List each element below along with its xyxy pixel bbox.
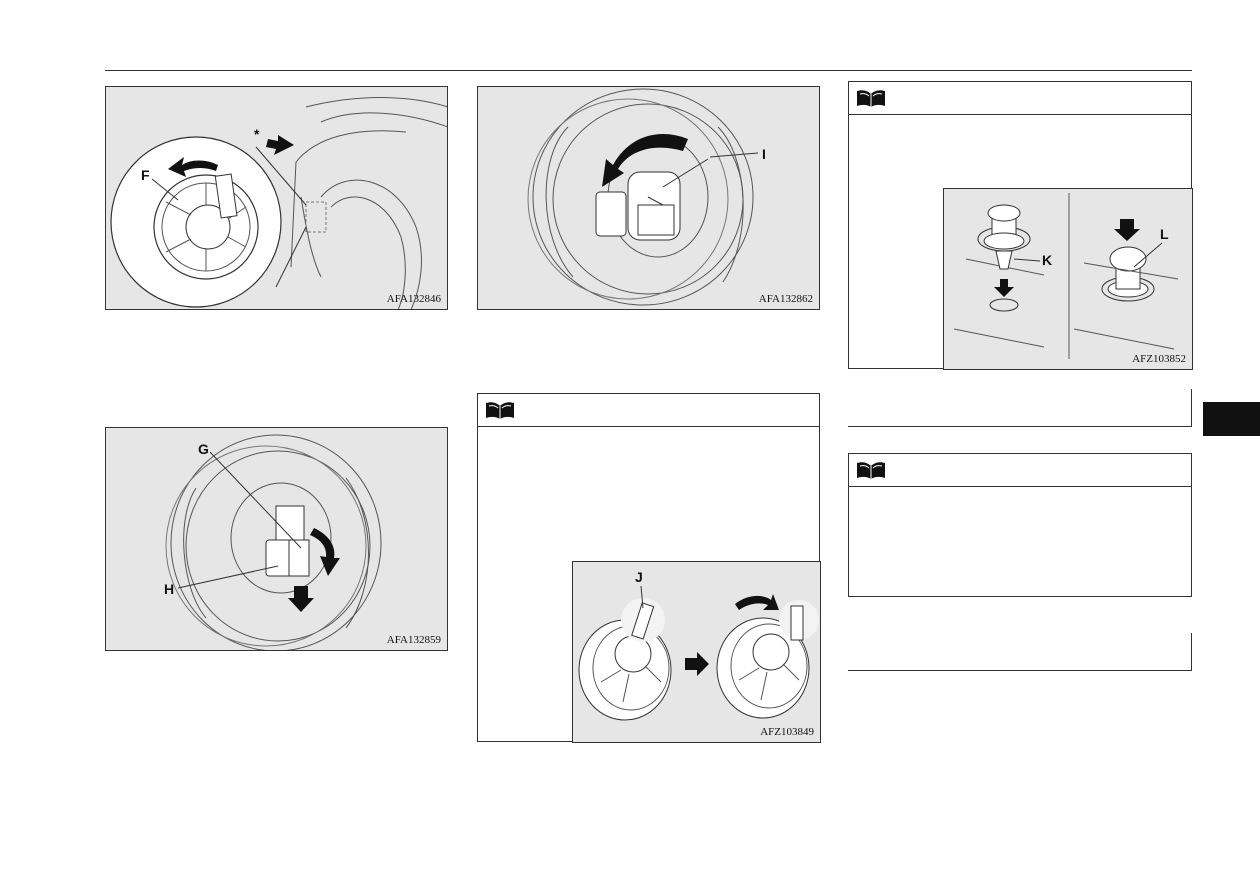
chapter-tab [1203,402,1260,436]
figure-headlight-cover: F * AFA132846 [105,86,448,310]
figure-clip-fastener-drawing: K L [953,193,1179,359]
figure-code: AFZ103852 [1132,353,1186,365]
figure-socket-tab: J AFZ103849 [572,561,821,743]
figure-clip-fastener: K L AFZ103852 [943,188,1193,370]
note-box-right-middle [848,453,1192,597]
label-g: G [198,441,209,457]
open-book-icon [486,402,514,419]
label-i: I [762,146,766,162]
figure-bulb-removal-drawing: I [527,88,766,306]
note-header [478,394,819,427]
asterisk-mark: * [254,126,260,142]
label-j: J [635,569,643,585]
note-header [849,82,1191,115]
note-box-middle: J AFZ103849 [477,393,821,743]
note-box-right-top: K L AFZ103852 [848,81,1193,370]
figure-socket-tab-drawing: J [578,569,819,721]
label-l: L [1160,226,1169,242]
open-book-icon [857,90,885,107]
label-f: F [141,167,150,183]
label-h: H [164,581,174,597]
figure-code: AFA132862 [758,293,813,305]
figure-bulb-removal: I AFA132862 [477,86,820,310]
figure-code: AFA132846 [386,293,441,305]
figure-code: AFZ103849 [760,726,814,738]
note-header [849,454,1191,487]
figure-headlight-cover-drawing: F * [110,97,447,309]
figure-socket-removal-drawing: G H [164,434,382,650]
header-rule [105,70,1192,71]
section-bracket [848,633,1192,671]
figure-code: AFA132859 [386,634,441,646]
figure-socket-removal: G H AFA132859 [105,427,448,651]
label-k: K [1042,252,1052,268]
section-bracket [848,389,1192,427]
open-book-icon [857,462,885,479]
